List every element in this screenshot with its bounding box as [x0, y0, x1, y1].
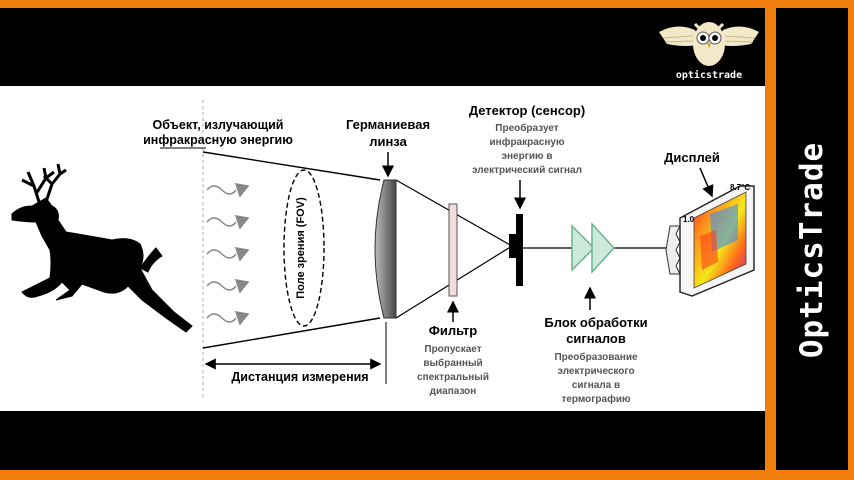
detector-desc-line-2: инфракрасную	[490, 136, 565, 148]
processing-title-line-1: Блок обработки	[544, 315, 647, 330]
wave-arrow-icon	[206, 183, 250, 326]
frame-bottom-border	[0, 470, 854, 480]
fov-bottom-ray	[202, 317, 381, 349]
display-title: Дисплей	[664, 150, 720, 165]
fov-top-ray	[202, 151, 381, 181]
lens-label-line-1: Германиевая	[346, 117, 430, 132]
arrow-down-icon	[699, 167, 714, 198]
object-label-line-2: инфракрасную энергию	[143, 133, 293, 147]
filter-title: Фильтр	[429, 323, 478, 338]
lens-label: Германиевая линза	[346, 117, 430, 149]
frame-divider	[765, 0, 776, 480]
filter-desc-line-1: Пропускает	[424, 344, 481, 355]
display-max-temp: 8.7°C	[730, 183, 750, 192]
detector-sensor	[516, 214, 523, 286]
fov-ellipse	[283, 169, 325, 327]
detector-desc-line-3: энергию в	[501, 151, 552, 162]
processing-label: Блок обработки сигналов Преобразование э…	[544, 315, 647, 405]
display-label: Дисплей	[664, 150, 720, 165]
header-band	[0, 8, 765, 86]
detector-title: Детектор (сенсор)	[469, 103, 585, 118]
fov-label: Поле зрения (FOV)	[295, 197, 307, 299]
processing-desc-line-4: термографию	[561, 393, 631, 405]
object-label-line-1: Объект, излучающий	[153, 118, 284, 132]
processing-title-line-2: сигналов	[566, 331, 626, 346]
processing-desc-line-3: сигнала в	[572, 380, 620, 391]
thermal-display: 8.7°C 1.0	[665, 183, 755, 297]
frame-top-border	[0, 0, 854, 8]
owl-logo-icon	[657, 14, 761, 84]
footer-band	[0, 411, 765, 470]
logo-text: opticstrade	[675, 70, 743, 81]
filter-desc-line-2: выбранный	[423, 357, 482, 369]
frame-right-border	[848, 0, 854, 480]
filter-desc-line-4: диапазон	[430, 386, 477, 397]
deer-icon	[11, 163, 193, 333]
detector-label: Детектор (сенсор) Преобразует инфракрасн…	[469, 103, 585, 176]
detector-desc-line-1: Преобразует	[495, 122, 559, 134]
signal-processor	[571, 222, 616, 274]
detector-desc-line-4: электрический сигнал	[472, 165, 582, 176]
filter-plate	[448, 203, 458, 297]
display-min-temp: 1.0	[683, 215, 695, 224]
processing-desc-line-1: Преобразование	[554, 351, 638, 363]
germanium-lens	[374, 179, 397, 319]
processing-desc-line-2: электрического	[557, 366, 634, 377]
object-label: Объект, излучающий инфракрасную энергию	[143, 118, 293, 147]
lens-label-line-2: линза	[369, 134, 407, 149]
distance-label: Дистанция измерения	[231, 370, 368, 384]
detector-base	[509, 234, 517, 258]
filter-desc-line-3: спектральный	[417, 372, 489, 383]
filter-label: Фильтр Пропускает выбранный спектральный…	[417, 323, 489, 397]
